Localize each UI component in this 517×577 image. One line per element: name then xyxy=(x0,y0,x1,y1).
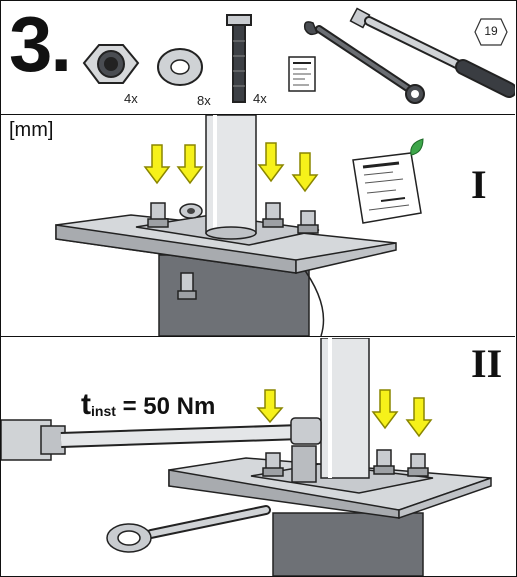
bolt-right xyxy=(407,453,429,477)
down-arrows xyxy=(256,389,433,438)
step-panel-one: [mm] I xyxy=(1,115,515,337)
step-number: 3. xyxy=(9,0,72,88)
bolt-right xyxy=(297,210,319,234)
lock-nut-icon xyxy=(82,44,140,84)
parts-illustration xyxy=(82,7,515,104)
arrow-icon xyxy=(176,144,204,185)
ring-wrench xyxy=(106,505,271,553)
bolt-quantity: 4x xyxy=(253,91,267,106)
torque-value: = 50 Nm xyxy=(122,393,216,420)
torque-wrench xyxy=(1,417,322,461)
bolt-left xyxy=(262,452,284,477)
torque-subscript: inst xyxy=(91,403,116,419)
arrow-icon xyxy=(405,397,433,438)
lock-nut-quantity: 4x xyxy=(124,91,138,106)
arrow-icon xyxy=(143,144,171,185)
arrow-icon xyxy=(256,389,284,424)
washer-icon xyxy=(157,48,203,86)
torque-symbol: t xyxy=(81,388,91,421)
torque-socket xyxy=(291,445,317,483)
step-label-two: II xyxy=(471,341,503,386)
panel-two-illustration xyxy=(1,338,492,576)
step-label-one: I xyxy=(471,162,487,207)
step-panel-two: II tinst = 50 Nm xyxy=(1,338,515,576)
arrow-icon xyxy=(371,389,399,430)
page-badge-shape xyxy=(474,18,508,46)
panel-one-illustration xyxy=(55,115,424,336)
instruction-sheet-icon xyxy=(352,152,422,224)
steel-beam xyxy=(272,512,424,576)
washer-quantity: 8x xyxy=(197,93,211,108)
torque-spec: tinst = 50 Nm xyxy=(81,388,215,422)
combination-wrench-icon xyxy=(303,21,425,104)
unit-label: [mm] xyxy=(9,119,54,141)
leaf-icon xyxy=(410,138,424,156)
instruction-sheet-icon xyxy=(288,56,316,92)
bolt-icon xyxy=(226,14,252,103)
bolt-underside xyxy=(177,272,197,300)
bolt-left xyxy=(147,202,169,228)
washer-on-plate xyxy=(179,203,203,219)
down-arrows xyxy=(143,142,319,193)
header-strip: 3. xyxy=(1,1,515,115)
arrow-icon xyxy=(291,152,319,193)
page-badge-number: 19 xyxy=(484,24,498,38)
bolt-mid xyxy=(262,202,284,228)
torque-wrench-icon xyxy=(349,7,515,98)
bolt-mid xyxy=(373,449,395,475)
arrow-icon xyxy=(257,142,285,183)
